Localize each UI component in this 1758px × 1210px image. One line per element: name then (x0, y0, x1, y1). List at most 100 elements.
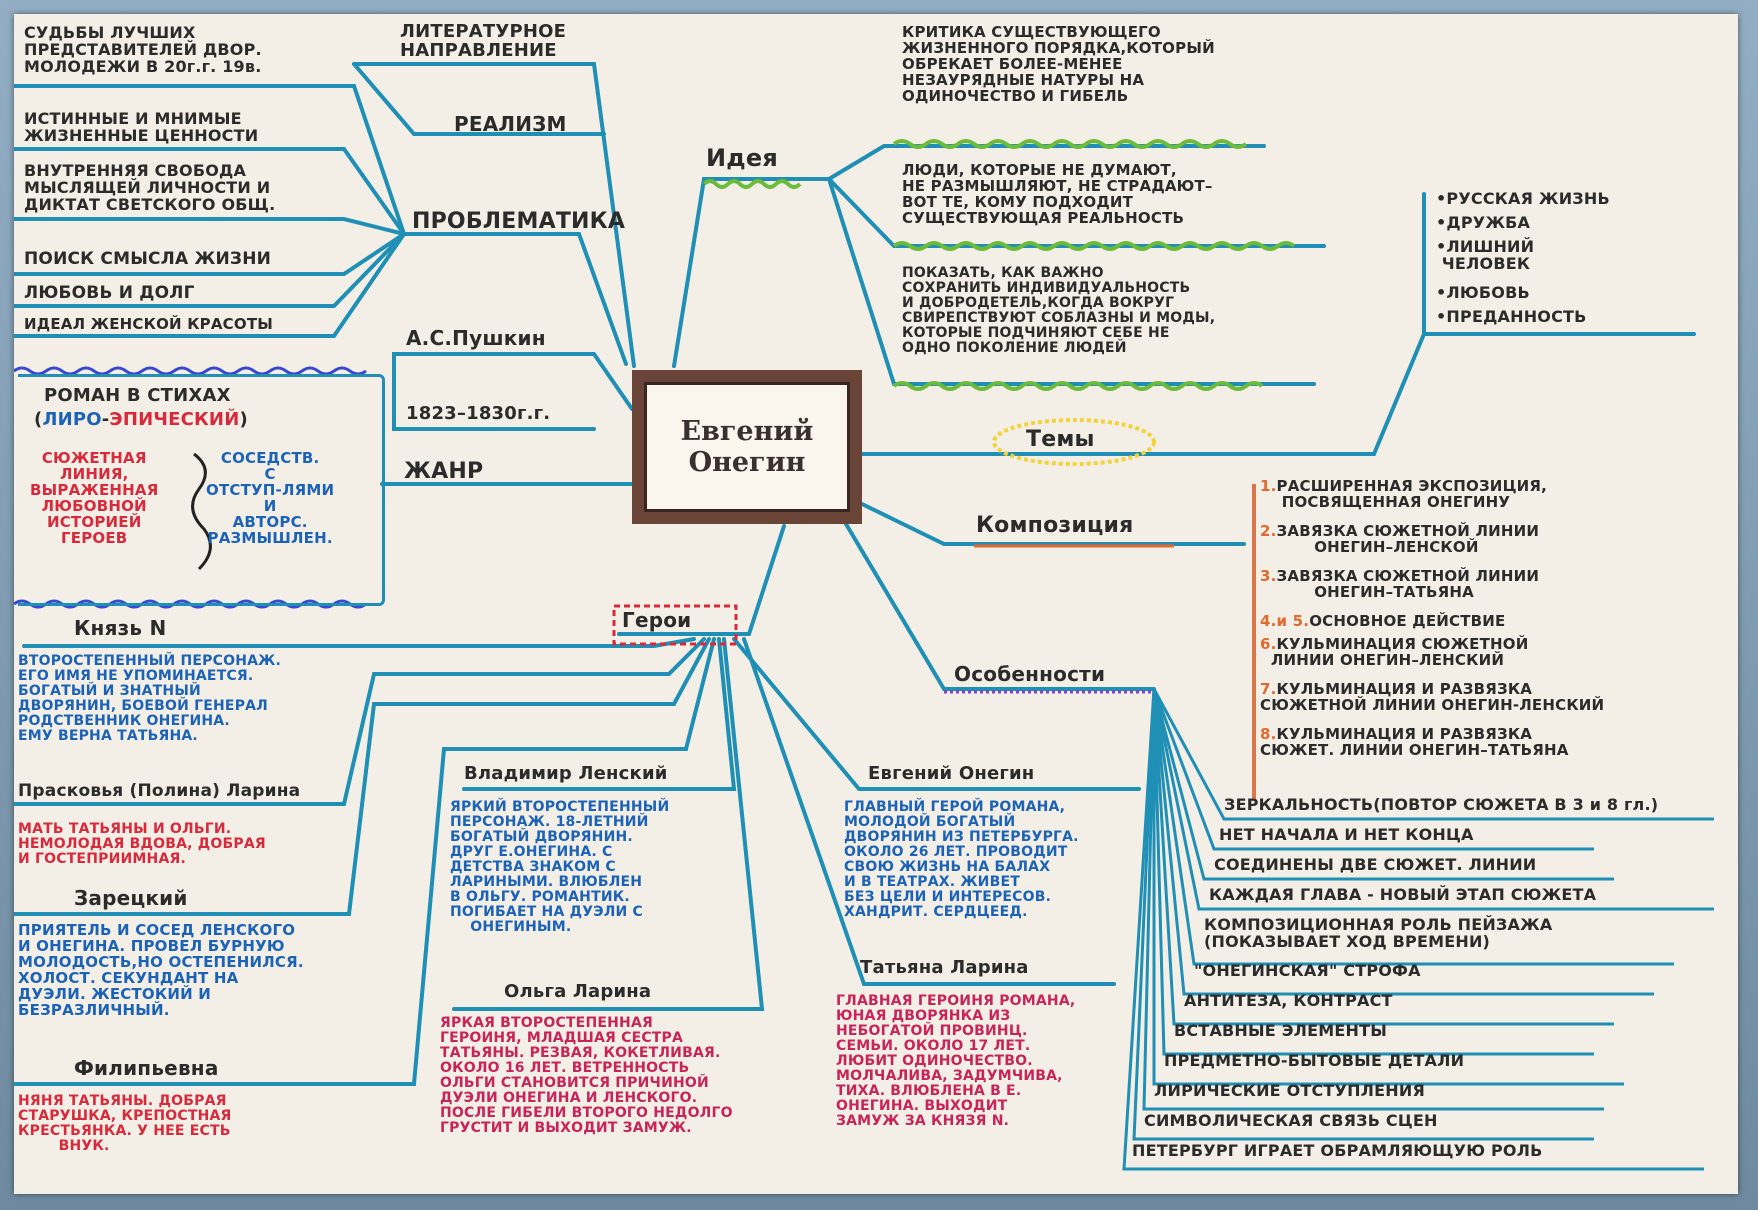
line-composition (860, 502, 1246, 546)
hero-desc-onegin: ГЛАВНЫЙ ГЕРОЙ РОМАНА, МОЛОДОЙ БОГАТЫЙ ДВ… (844, 799, 1079, 920)
feature-item: ЗЕРКАЛЬНОСТЬ(ПОВТОР СЮЖЕТА В 3 и 8 гл.) (1224, 795, 1659, 814)
feature-item: КАЖДАЯ ГЛАВА - НОВЫЙ ЭТАП СЮЖЕТА (1209, 885, 1597, 904)
theme-item: •ЛЮБОВЬ (1436, 283, 1530, 302)
feature-item: "ОНЕГИНСКАЯ" СТРОФА (1194, 961, 1421, 980)
line-tatyana (742, 637, 1116, 986)
problem-item-6: ИДЕАЛ ЖЕНСКОЙ КРАСОТЫ (24, 315, 274, 333)
composition-item: 1.РАСШИРЕННАЯ ЭКСПОЗИЦИЯ, ПОСВЯЩЕННАЯ ОН… (1260, 478, 1547, 510)
line-features (844, 522, 1156, 691)
problem-item-4: ПОИСК СМЫСЛА ЖИЗНИ (24, 249, 272, 269)
composition-item: 2.ЗАВЯЗКА СЮЖЕТНОЙ ЛИНИИ ОНЕГИН–ЛЕНСКОЙ (1260, 523, 1539, 555)
feature-item: ПРЕДМЕТНО-БЫТОВЫЕ ДЕТАЛИ (1164, 1051, 1465, 1070)
hero-name-tatyana: Татьяна Ларина (860, 957, 1029, 978)
line-lensky (462, 637, 737, 791)
genre-label: ЖАНР (404, 459, 484, 484)
genre-box (18, 374, 385, 606)
feature-item: НЕТ НАЧАЛА И НЕТ КОНЦА (1219, 825, 1474, 844)
idea-item-1: КРИТИКА СУЩЕСТВУЮЩЕГО ЖИЗНЕННОГО ПОРЯДКА… (902, 23, 1215, 106)
genre-epic: ЭПИЧЕСКИЙ (109, 409, 240, 430)
hero-name-lensky: Владимир Ленский (464, 763, 668, 784)
genre-paren-close: ) (239, 409, 248, 430)
line-author (392, 352, 634, 431)
genre-dash: - (101, 409, 110, 430)
composition-item-text: КУЛЬМИНАЦИЯ И РАЗВЯЗКА СЮЖЕТ. ЛИНИИ ОНЕГ… (1260, 725, 1569, 760)
feature-item: СИМВОЛИЧЕСКАЯ СВЯЗЬ СЦЕН (1144, 1111, 1438, 1130)
genre-paren-open: ( (34, 409, 43, 430)
composition-label: Композиция (976, 513, 1134, 538)
composition-item-text: КУЛЬМИНАЦИЯ И РАЗВЯЗКА СЮЖЕТНОЙ ЛИНИИ ОН… (1260, 680, 1605, 715)
composition-item: 3.ЗАВЯЗКА СЮЖЕТНОЙ ЛИНИИ ОНЕГИН–ТАТЬЯНА (1260, 568, 1539, 600)
feature-item: ЛИРИЧЕСКИЕ ОТСТУПЛЕНИЯ (1154, 1081, 1425, 1100)
connector-lines (14, 62, 1714, 1171)
hero-desc-zaretsky: ПРИЯТЕЛЬ И СОСЕД ЛЕНСКОГО И ОНЕГИНА. ПРО… (18, 921, 304, 1020)
idea-item-2: ЛЮДИ, КОТОРЫЕ НЕ ДУМАЮТ, НЕ РАЗМЫШЛЯЮТ, … (902, 161, 1213, 228)
theme-item: •ПРЕДАННОСТЬ (1436, 307, 1587, 326)
hero-desc-praskovya: МАТЬ ТАТЬЯНЫ И ОЛЬГИ. НЕМОЛОДАЯ ВДОВА, Д… (18, 821, 266, 867)
line-olga (452, 637, 765, 1011)
composition-item-number: 3. (1260, 567, 1277, 585)
line-filipyevna (14, 637, 716, 1086)
center-title: Евгений Онегин (680, 415, 814, 478)
hero-desc-filipyevna: НЯНЯ ТАТЬЯНЫ. ДОБРАЯ СТАРУШКА, КРЕПОСТНА… (18, 1093, 232, 1154)
composition-item: 7.КУЛЬМИНАЦИЯ И РАЗВЯЗКА СЮЖЕТНОЙ ЛИНИИ … (1260, 681, 1604, 713)
author-name: А.С.Пушкин (406, 326, 546, 350)
line-themes (860, 332, 1696, 456)
genre-title: РОМАН В СТИХАХ (44, 385, 231, 406)
line-knyaz (22, 637, 696, 648)
composition-item-number: 8. (1260, 725, 1277, 743)
hero-name-zaretsky: Зарецкий (74, 886, 188, 910)
composition-item: 4.и 5.ОСНОВНОЕ ДЕЙСТВИЕ (1260, 613, 1506, 629)
composition-item-text: ЗАВЯЗКА СЮЖЕТНОЙ ЛИНИИ ОНЕГИН–ЛЕНСКОЙ (1276, 522, 1540, 557)
theme-item: •ДРУЖБА (1436, 213, 1531, 232)
composition-item-number: 4.и 5. (1260, 612, 1310, 630)
line-idea (672, 177, 831, 368)
hero-desc-tatyana: ГЛАВНАЯ ГЕРОИНЯ РОМАНА, ЮНАЯ ДВОРЯНКА ИЗ… (836, 993, 1076, 1129)
direction-value: РЕАЛИЗМ (454, 112, 567, 136)
genre-right-text: СОСЕДСТВ. С ОТСТУП-ЛЯМИ И АВТОРС. РАЗМЫШ… (206, 449, 335, 548)
line-praskovya (14, 637, 706, 806)
problems-label: ПРОБЛЕМАТИКА (412, 209, 626, 234)
line-problem-5 (14, 232, 406, 308)
hero-desc-olga: ЯРКАЯ ВТОРОСТЕПЕННАЯ ГЕРОИНЯ, МЛАДШАЯ СЕ… (440, 1015, 733, 1136)
hero-name-olga: Ольга Ларина (504, 981, 652, 1002)
direction-label: ЛИТЕРАТУРНОЕ НАПРАВЛЕНИЕ (400, 21, 567, 62)
line-heroes (617, 524, 786, 636)
genre-subtitle: (ЛИРО-ЭПИЧЕСКИЙ) (34, 410, 248, 429)
theme-item: •РУССКАЯ ЖИЗНЬ (1436, 189, 1610, 208)
line-direction (352, 62, 636, 368)
line-problem-1 (14, 84, 406, 236)
genre-left-text: СЮЖЕТНАЯ ЛИНИЯ, ВЫРАЖЕННАЯ ЛЮБОВНОЙ ИСТО… (30, 449, 159, 548)
composition-item: 8.КУЛЬМИНАЦИЯ И РАЗВЯЗКА СЮЖЕТ. ЛИНИИ ОН… (1260, 726, 1569, 758)
line-problem-4 (14, 232, 406, 276)
hero-desc-knyaz: ВТОРОСТЕПЕННЫЙ ПЕРСОНАЖ. ЕГО ИМЯ НЕ УПОМ… (18, 653, 282, 744)
line-onegin (732, 637, 1141, 791)
line-problem-6 (14, 232, 406, 338)
mind-map-sheet: Евгений Онегин ЛИТЕРАТУРНОЕ НАПРАВЛЕНИЕ … (14, 14, 1738, 1194)
hero-desc-lensky: ЯРКИЙ ВТОРОСТЕПЕННЫЙ ПЕРСОНАЖ. 18-ЛЕТНИЙ… (450, 799, 670, 935)
composition-item-text: КУЛЬМИНАЦИЯ СЮЖЕТНОЙ ЛИНИИ ОНЕГИН–ЛЕНСКИ… (1270, 635, 1529, 670)
hero-name-praskovya: Прасковья (Полина) Ларина (18, 781, 301, 801)
author-years: 1823–1830г.г. (406, 403, 551, 424)
idea-item-3: ПОКАЗАТЬ, КАК ВАЖНО СОХРАНИТЬ ИНДИВИДУАЛ… (902, 265, 1216, 356)
composition-item: 6.КУЛЬМИНАЦИЯ СЮЖЕТНОЙ ЛИНИИ ОНЕГИН–ЛЕНС… (1260, 636, 1528, 668)
theme-item: •ЛИШНИЙ ЧЕЛОВЕК (1436, 237, 1535, 274)
line-problem-3 (14, 217, 406, 236)
idea-label: Идея (706, 144, 778, 172)
composition-item-number: 7. (1260, 680, 1277, 698)
hero-name-onegin: Евгений Онегин (868, 763, 1035, 784)
feature-item: СОЕДИНЕНЫ ДВЕ СЮЖЕТ. ЛИНИИ (1214, 855, 1537, 874)
composition-item-text: ОСНОВНОЕ ДЕЙСТВИЕ (1309, 612, 1506, 630)
genre-lyro: ЛИРО (42, 409, 102, 430)
feature-item: КОМПОЗИЦИОННАЯ РОЛЬ ПЕЙЗАЖА (ПОКАЗЫВАЕТ … (1204, 915, 1553, 952)
feature-item: ВСТАВНЫЕ ЭЛЕМЕНТЫ (1174, 1021, 1387, 1040)
center-frame: Евгений Онегин (644, 382, 850, 512)
composition-item-number: 2. (1260, 522, 1277, 540)
problem-item-2: ИСТИННЫЕ И МНИМЫЕ ЖИЗНЕННЫЕ ЦЕННОСТИ (24, 109, 259, 146)
composition-item-text: РАСШИРЕННАЯ ЭКСПОЗИЦИЯ, ПОСВЯЩЕННАЯ ОНЕГ… (1276, 477, 1548, 512)
themes-label: Темы (1026, 427, 1095, 452)
hero-name-filipyevna: Филипьевна (74, 1056, 219, 1080)
composition-item-number: 6. (1260, 635, 1277, 653)
center-node: Евгений Онегин (632, 370, 862, 524)
line-problems (402, 232, 628, 366)
